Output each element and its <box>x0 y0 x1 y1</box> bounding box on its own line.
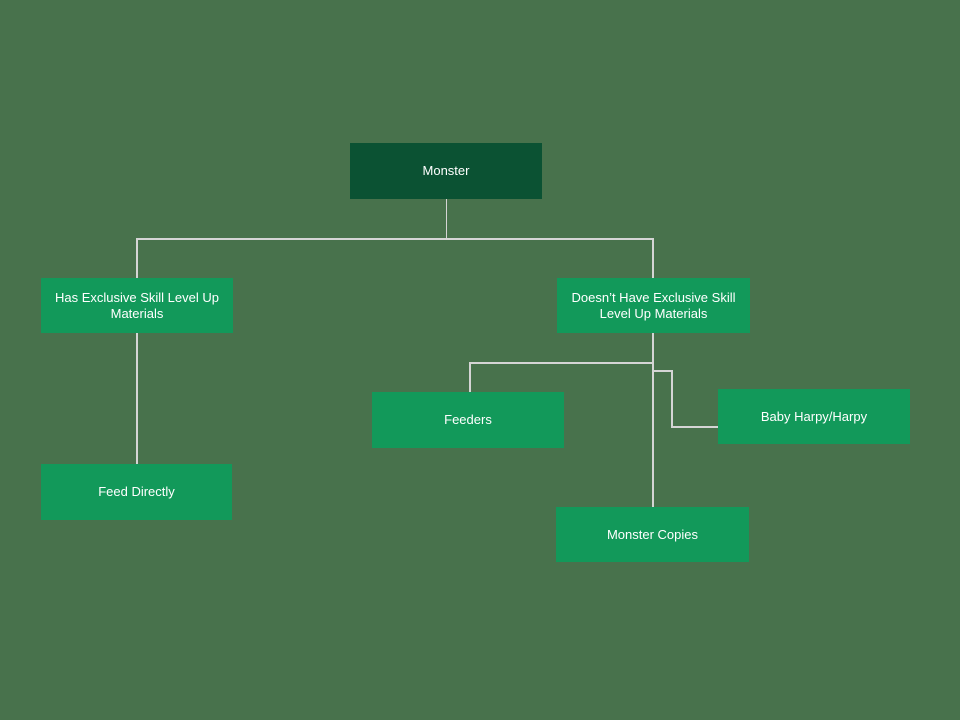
node-baby-harpy: Baby Harpy/Harpy <box>718 389 910 444</box>
connector-monster-stem <box>445 199 447 238</box>
node-baby-harpy-label: Baby Harpy/Harpy <box>760 408 868 424</box>
node-feed-directly: Feed Directly <box>41 464 232 520</box>
node-feeders: Feeders <box>372 392 564 448</box>
node-no-exclusive-materials-label: Doesn’t Have Exclusive Skill Level Up Ma… <box>571 289 736 321</box>
node-no-exclusive-materials: Doesn’t Have Exclusive Skill Level Up Ma… <box>557 278 750 333</box>
node-monster-copies-label: Monster Copies <box>606 526 699 542</box>
node-monster-label: Monster <box>422 163 470 178</box>
node-feed-directly-label: Feed Directly <box>98 484 175 499</box>
connector-drop-no-exclusive <box>652 238 654 278</box>
node-has-exclusive-materials-label: Has Exclusive Skill Level Up Materials <box>54 289 219 321</box>
connector-to-feeders-vertical <box>469 362 471 392</box>
connector-has-exclusive-to-feed-directly <box>136 333 138 464</box>
connector-to-baby-harpy-horizontal-2 <box>671 426 718 428</box>
connector-split-horizontal <box>136 238 653 240</box>
connector-no-exclusive-to-monster-copies <box>652 333 654 507</box>
connector-drop-has-exclusive <box>136 238 138 278</box>
node-has-exclusive-materials: Has Exclusive Skill Level Up Materials <box>41 278 233 333</box>
node-monster: Monster <box>350 143 542 199</box>
connector-to-baby-harpy-horizontal-1 <box>652 370 672 372</box>
node-monster-copies: Monster Copies <box>556 507 749 562</box>
node-feeders-label: Feeders <box>444 412 492 427</box>
connector-to-baby-harpy-vertical <box>671 370 673 428</box>
connector-to-feeders-horizontal <box>469 362 653 364</box>
